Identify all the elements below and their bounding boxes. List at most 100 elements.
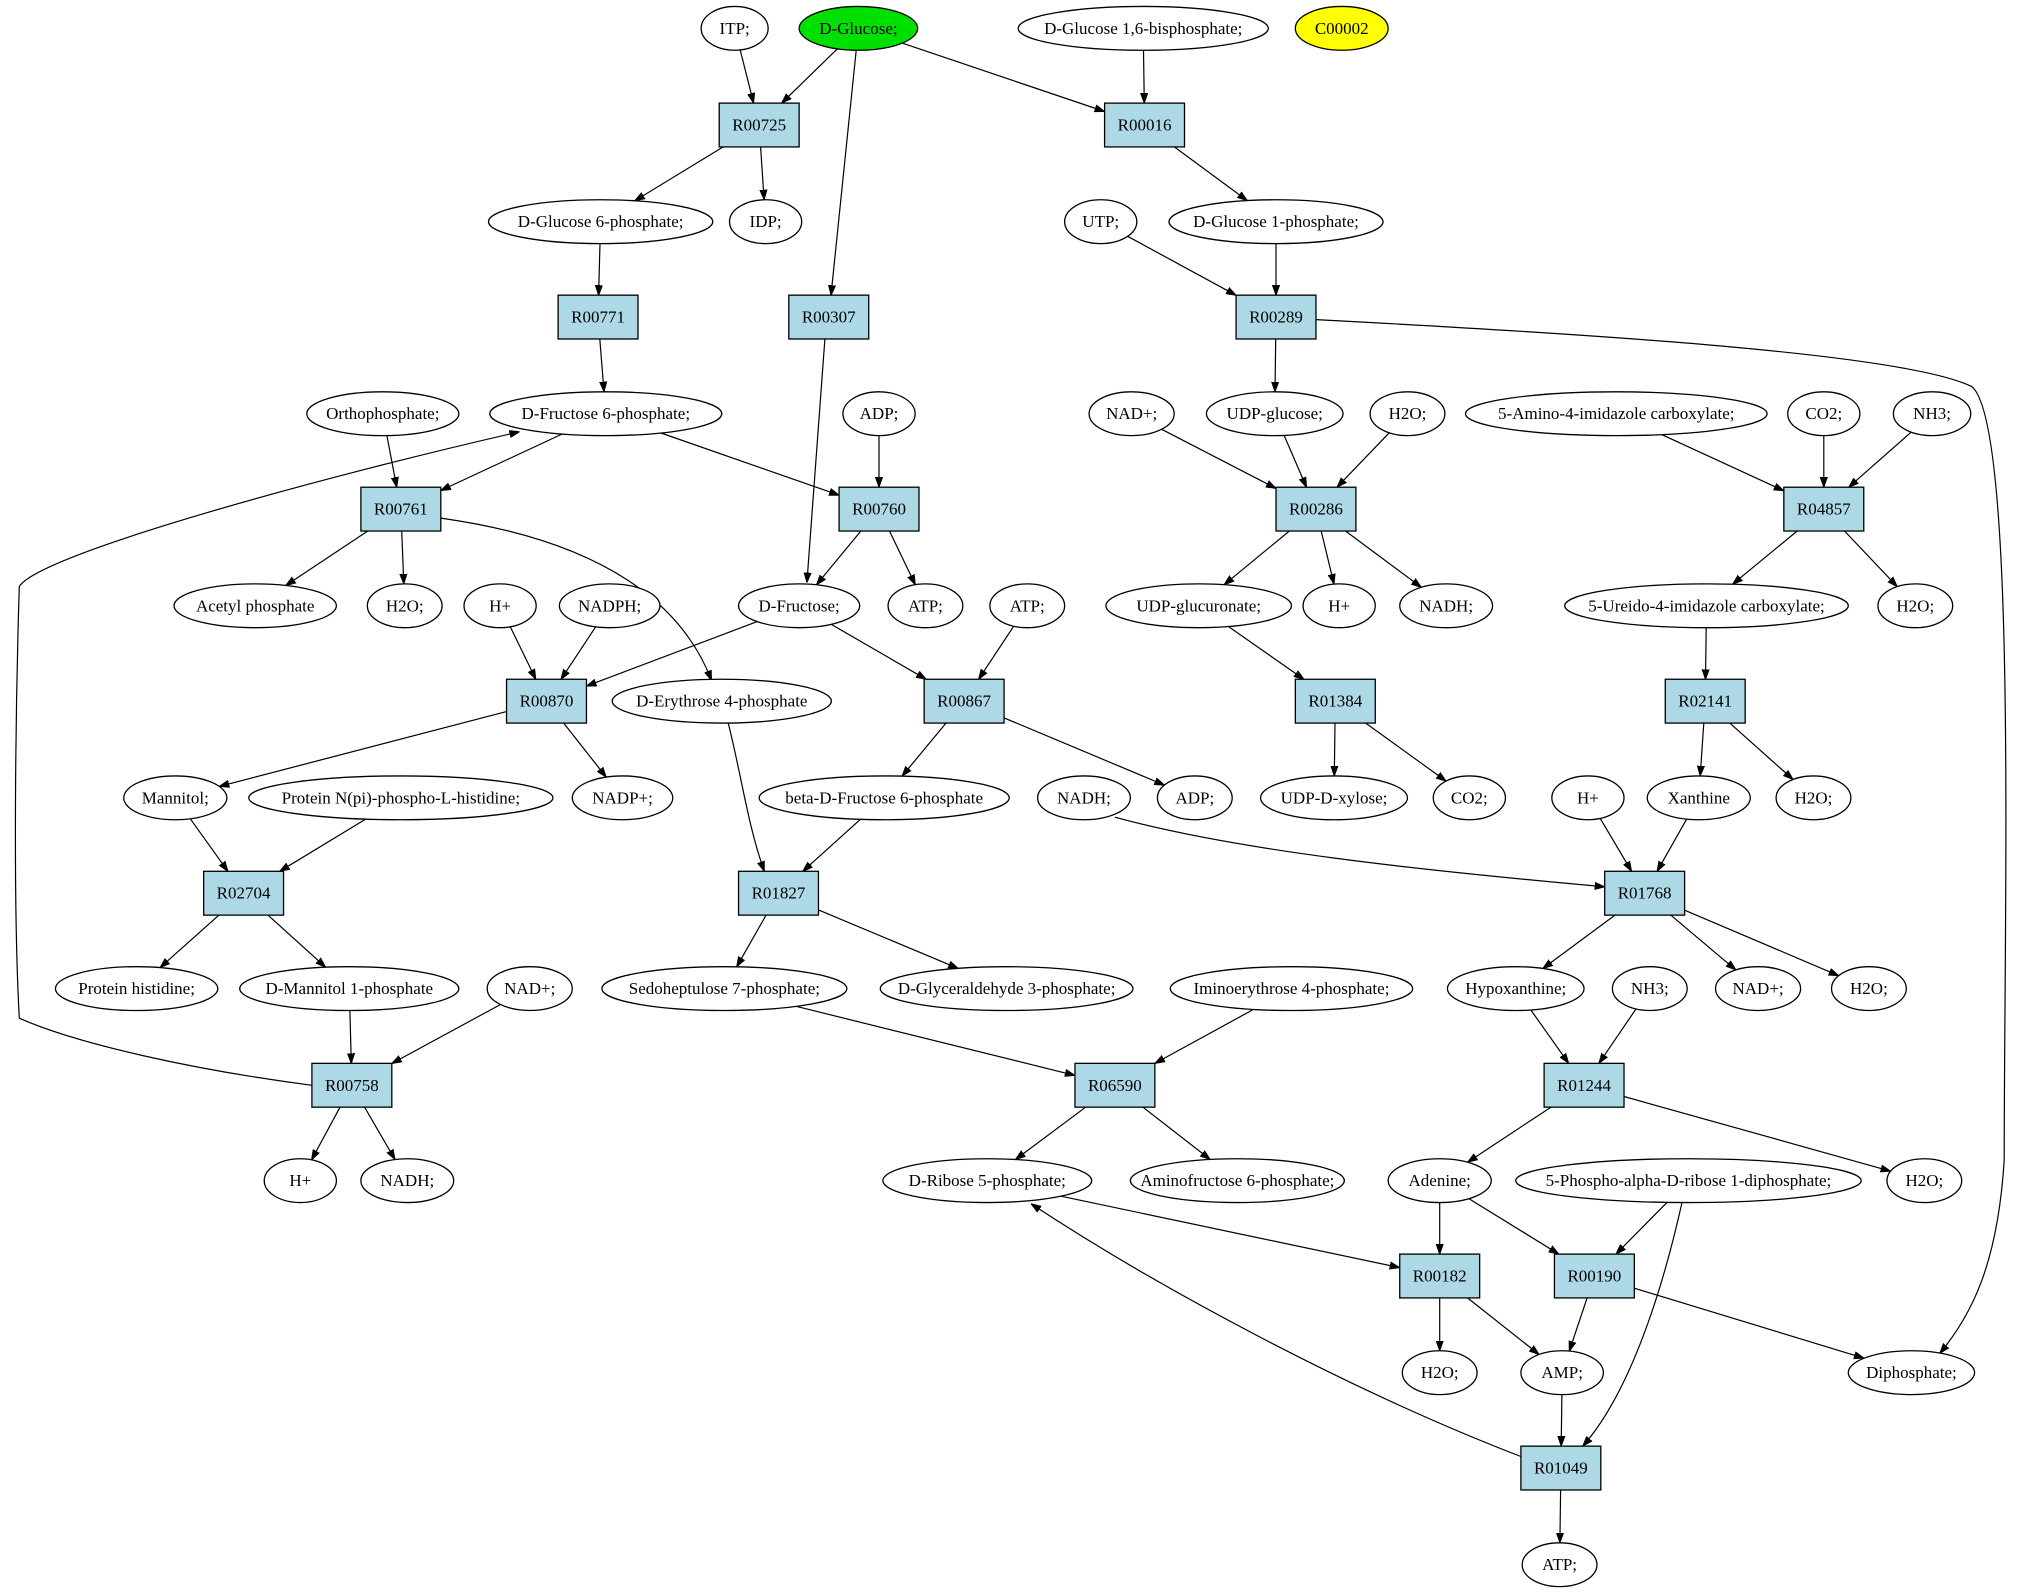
compound-node-acetylp[interactable]: Acetyl phosphate bbox=[173, 583, 338, 629]
compound-node-udpxylose[interactable]: UDP-D-xylose; bbox=[1259, 775, 1409, 821]
reaction-node-r00725[interactable]: R00725 bbox=[718, 102, 800, 148]
node-label: H2O; bbox=[1421, 1363, 1459, 1382]
compound-node-atp2[interactable]: ATP; bbox=[989, 583, 1066, 629]
compound-node-nadp2[interactable]: NAD+; bbox=[486, 966, 573, 1012]
compound-ellipse bbox=[263, 1158, 338, 1204]
reaction-node-r01827[interactable]: R01827 bbox=[737, 870, 820, 916]
reaction-node-r01049[interactable]: R01049 bbox=[1520, 1445, 1602, 1491]
compound-node-h2o1[interactable]: H2O; bbox=[1369, 391, 1446, 437]
reaction-node-r01244[interactable]: R01244 bbox=[1543, 1062, 1625, 1108]
reaction-node-r02704[interactable]: R02704 bbox=[202, 870, 285, 916]
compound-node-df6p[interactable]: D-Fructose 6-phosphate; bbox=[489, 391, 723, 437]
reaction-node-r00016[interactable]: R00016 bbox=[1103, 102, 1186, 148]
node-label: H2O; bbox=[1850, 979, 1888, 998]
compound-node-proteinnph[interactable]: Protein N(pi)-phospho-L-histidine; bbox=[248, 775, 554, 821]
compound-node-xanthine[interactable]: Xanthine bbox=[1646, 775, 1751, 821]
compound-node-s7p[interactable]: Sedoheptulose 7-phosphate; bbox=[601, 966, 848, 1012]
compound-node-amp[interactable]: AMP; bbox=[1520, 1350, 1605, 1396]
compound-node-nadh3[interactable]: NADH; bbox=[360, 1158, 455, 1204]
compound-node-nh3a[interactable]: NH3; bbox=[1892, 391, 1972, 437]
reaction-node-r01384[interactable]: R01384 bbox=[1294, 678, 1376, 724]
compound-node-ie4p[interactable]: Iminoerythrose 4-phosphate; bbox=[1169, 966, 1414, 1012]
compound-node-dg16bp[interactable]: D-Glucose 1,6-bisphosphate; bbox=[1017, 5, 1269, 51]
compound-node-hplus1[interactable]: H+ bbox=[463, 583, 537, 629]
compound-node-atp1[interactable]: ATP; bbox=[887, 583, 964, 629]
compound-node-af6p[interactable]: Aminofructose 6-phosphate; bbox=[1129, 1158, 1345, 1204]
reaction-node-r00758[interactable]: R00758 bbox=[311, 1062, 393, 1108]
compound-node-dm1p[interactable]: D-Mannitol 1-phosphate bbox=[239, 966, 460, 1012]
compound-node-adp2[interactable]: ADP; bbox=[1156, 775, 1233, 821]
compound-node-hplus3[interactable]: H+ bbox=[1551, 775, 1625, 821]
edge-r00758-to-df6p bbox=[14, 432, 519, 1086]
compound-node-c00002[interactable]: C00002 bbox=[1294, 5, 1389, 51]
compound-node-dfructose[interactable]: D-Fructose; bbox=[737, 583, 861, 629]
compound-node-dg6p[interactable]: D-Glucose 6-phosphate; bbox=[487, 199, 714, 245]
compound-node-prpp[interactable]: 5-Phospho-alpha-D-ribose 1-diphosphate; bbox=[1515, 1158, 1862, 1204]
compound-node-h2o5[interactable]: H2O; bbox=[1830, 966, 1907, 1012]
compound-node-diphosphate[interactable]: Diphosphate; bbox=[1847, 1350, 1976, 1396]
reaction-node-r00182[interactable]: R00182 bbox=[1399, 1253, 1481, 1299]
compound-node-h2o7[interactable]: H2O; bbox=[1401, 1350, 1478, 1396]
compound-node-nadp1[interactable]: NAD+; bbox=[1088, 391, 1175, 437]
reaction-node-r00870[interactable]: R00870 bbox=[505, 678, 588, 724]
compound-node-udpglucose[interactable]: UDP-glucose; bbox=[1205, 391, 1344, 437]
compound-node-idp[interactable]: IDP; bbox=[728, 199, 803, 245]
node-label: NADP+; bbox=[592, 788, 653, 807]
reaction-node-r00771[interactable]: R00771 bbox=[557, 294, 639, 340]
reaction-node-r06590[interactable]: R06590 bbox=[1074, 1062, 1156, 1108]
compound-node-ureido[interactable]: 5-Ureido-4-imidazole carboxylate; bbox=[1564, 583, 1849, 629]
compound-ellipse bbox=[1564, 583, 1849, 629]
compound-node-hplus4[interactable]: H+ bbox=[263, 1158, 338, 1204]
node-label: 5-Amino-4-imidazole carboxylate; bbox=[1498, 404, 1735, 423]
compound-node-adp1[interactable]: ADP; bbox=[842, 391, 916, 437]
node-label: NH3; bbox=[1913, 404, 1951, 423]
compound-node-itp[interactable]: ITP; bbox=[700, 5, 769, 51]
compound-node-co2a[interactable]: CO2; bbox=[1787, 391, 1861, 437]
compound-node-de4p[interactable]: D-Erythrose 4-phosphate bbox=[611, 678, 832, 724]
compound-node-h2o3[interactable]: H2O; bbox=[1877, 583, 1954, 629]
compound-node-nadh2[interactable]: NADH; bbox=[1036, 775, 1132, 821]
compound-node-dr5p[interactable]: D-Ribose 5-phosphate; bbox=[882, 1158, 1093, 1204]
compound-node-nh3b[interactable]: NH3; bbox=[1611, 966, 1688, 1012]
edge-ureido-to-r02141 bbox=[1706, 627, 1707, 680]
reaction-node-r02141[interactable]: R02141 bbox=[1664, 678, 1746, 724]
reaction-node-r00307[interactable]: R00307 bbox=[788, 294, 870, 340]
reaction-node-r01768[interactable]: R01768 bbox=[1604, 870, 1686, 916]
node-label: UDP-D-xylose; bbox=[1281, 788, 1388, 807]
compound-node-h2o4[interactable]: H2O; bbox=[1775, 775, 1852, 821]
reaction-node-r00190[interactable]: R00190 bbox=[1553, 1253, 1635, 1299]
compound-node-orthophosphate[interactable]: Orthophosphate; bbox=[306, 391, 460, 437]
reaction-node-r00867[interactable]: R00867 bbox=[923, 678, 1005, 724]
compound-node-hypoxanthine[interactable]: Hypoxanthine; bbox=[1446, 966, 1585, 1012]
compound-node-h2o6[interactable]: H2O; bbox=[1886, 1158, 1963, 1204]
reaction-node-r04857[interactable]: R04857 bbox=[1783, 486, 1865, 532]
compound-node-g3p[interactable]: D-Glyceraldehyde 3-phosphate; bbox=[879, 966, 1134, 1012]
nodes: ITP; D-Glucose; D-Glucose 1,6-bisphosphate… bbox=[54, 5, 1976, 1588]
reaction-node-r00760[interactable]: R00760 bbox=[838, 486, 920, 532]
compound-node-h2o2[interactable]: H2O; bbox=[366, 583, 443, 629]
compound-node-utp[interactable]: UTP; bbox=[1063, 199, 1138, 245]
compound-node-nadp3[interactable]: NAD+; bbox=[1714, 966, 1802, 1012]
reaction-node-r00289[interactable]: R00289 bbox=[1235, 294, 1317, 340]
compound-node-dg1p[interactable]: D-Glucose 1-phosphate; bbox=[1168, 199, 1384, 245]
edge-dr5p-to-r00182 bbox=[1060, 1195, 1400, 1267]
compound-node-dglucose[interactable]: D-Glucose; bbox=[798, 5, 919, 51]
compound-node-adenine[interactable]: Adenine; bbox=[1387, 1158, 1492, 1204]
compound-node-udpglucuronate[interactable]: UDP-glucuronate; bbox=[1105, 583, 1293, 629]
compound-ellipse bbox=[1369, 391, 1446, 437]
compound-node-proteinhis[interactable]: Protein histidine; bbox=[54, 966, 219, 1012]
compound-node-nadph[interactable]: NADPH; bbox=[558, 583, 661, 629]
compound-node-aica[interactable]: 5-Amino-4-imidazole carboxylate; bbox=[1464, 391, 1768, 437]
edge-dm1p-to-r00758 bbox=[350, 1010, 351, 1064]
compound-node-nadpplus[interactable]: NADP+; bbox=[571, 775, 674, 821]
reaction-node-r00286[interactable]: R00286 bbox=[1275, 486, 1357, 532]
reaction-node-r00761[interactable]: R00761 bbox=[360, 486, 442, 532]
compound-node-co2b[interactable]: CO2; bbox=[1432, 775, 1507, 821]
compound-node-betadf6p[interactable]: beta-D-Fructose 6-phosphate bbox=[758, 775, 1010, 821]
compound-node-atp3[interactable]: ATP; bbox=[1521, 1542, 1598, 1588]
compound-node-hplus2[interactable]: H+ bbox=[1302, 583, 1376, 629]
compound-node-mannitol[interactable]: Mannitol; bbox=[123, 775, 228, 821]
reaction-box bbox=[718, 102, 800, 148]
compound-node-nadh1[interactable]: NADH; bbox=[1399, 583, 1494, 629]
edge-r00867-to-adp2 bbox=[1003, 717, 1164, 785]
